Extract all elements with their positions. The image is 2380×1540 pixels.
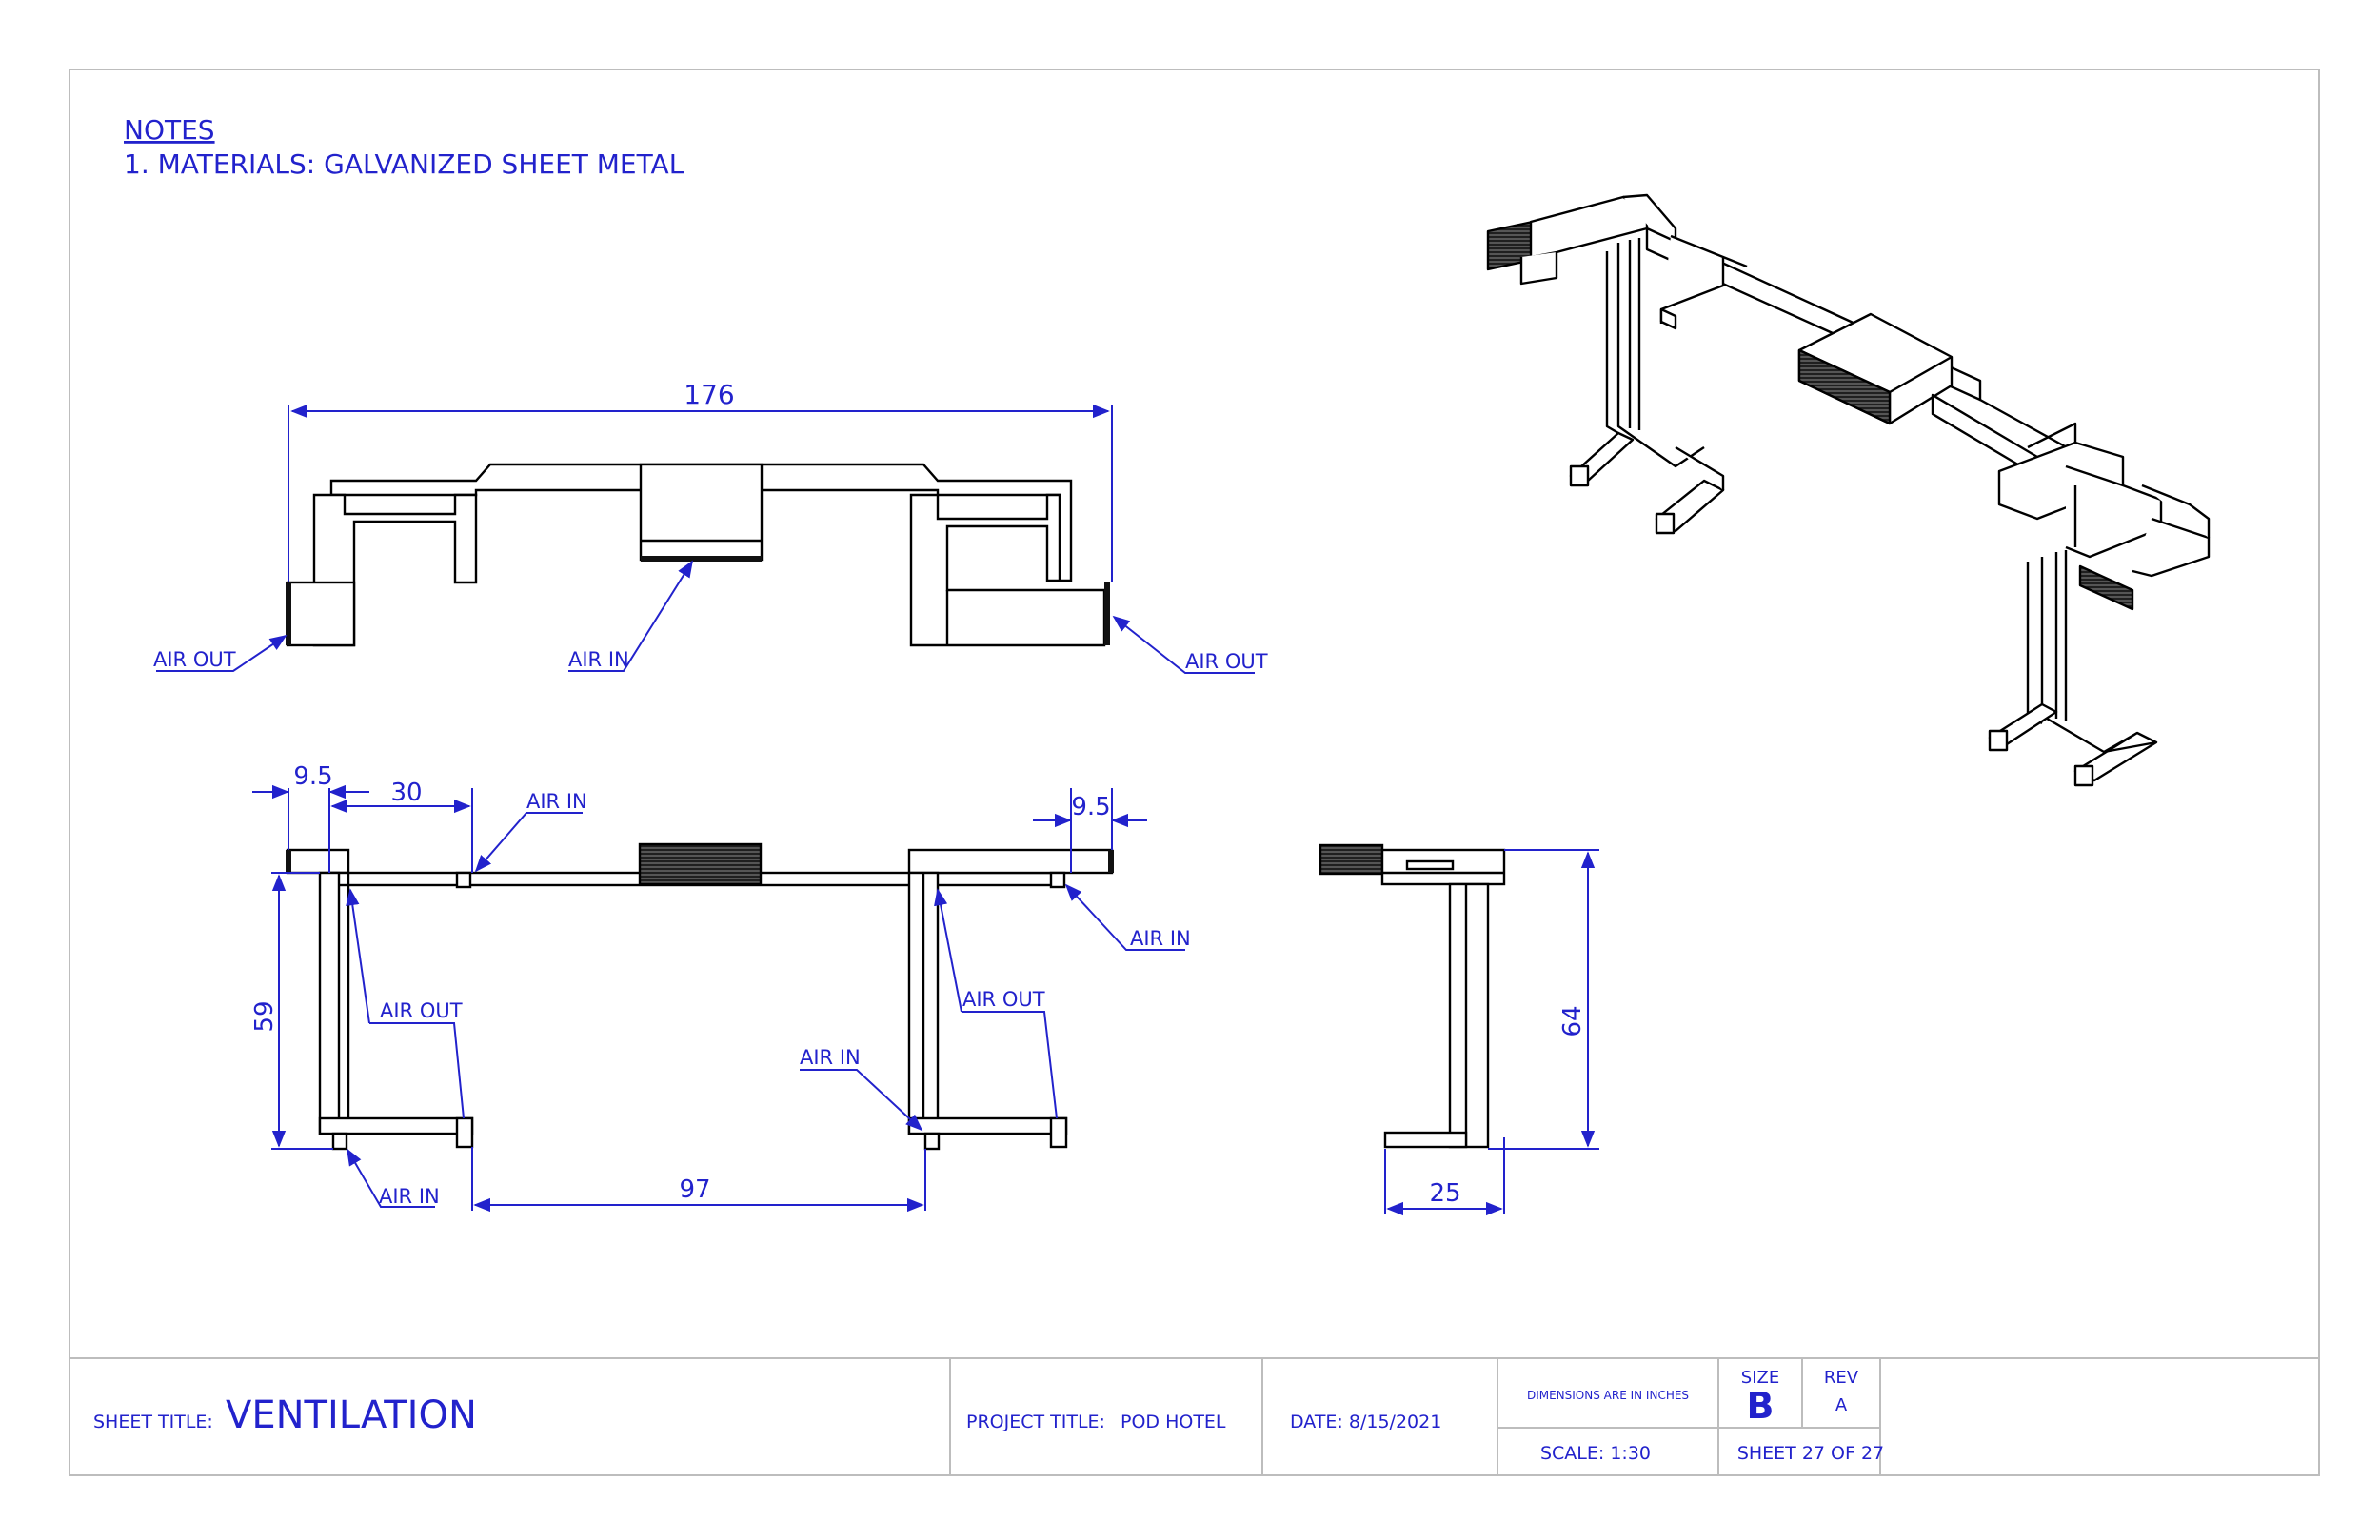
dim-right-offset: 9.5 xyxy=(1071,793,1110,821)
isometric-view xyxy=(1486,193,2211,787)
sheet-border xyxy=(69,69,2320,1476)
sheet-title: VENTILATION xyxy=(226,1393,477,1437)
top-right-outlet xyxy=(907,848,1114,875)
top-label-air-in-top: AIR IN xyxy=(526,790,587,813)
top-view: 9.5 30 9.5 59 97 AIR IN AIR IN AIR OUT A… xyxy=(250,762,1191,1213)
top-air-out-right-end xyxy=(1049,1116,1068,1149)
front-air-handler xyxy=(639,463,764,562)
size-label: SIZE xyxy=(1741,1368,1779,1388)
top-air-in-right xyxy=(1049,871,1066,889)
top-label-air-in-mid: AIR IN xyxy=(800,1046,861,1069)
front-air-in-grille xyxy=(641,556,762,562)
sheet-title-label: SHEET TITLE: xyxy=(93,1412,213,1432)
side-leg xyxy=(1448,882,1490,1149)
top-label-air-in-bottom: AIR IN xyxy=(379,1185,440,1208)
top-air-in-bottom-right xyxy=(923,1132,941,1151)
sheet-number: SHEET 27 OF 27 xyxy=(1737,1443,1884,1464)
top-label-air-out-left: AIR OUT xyxy=(380,999,463,1022)
front-left-air-out-grille xyxy=(286,582,291,645)
side-view: 64 25 xyxy=(1319,843,1599,1216)
top-label-air-in-right: AIR IN xyxy=(1130,927,1191,950)
size-value: B xyxy=(1747,1385,1775,1427)
top-left-leg xyxy=(318,871,341,1135)
side-air-handler-grille xyxy=(1319,843,1384,876)
front-label-air-out-right: AIR OUT xyxy=(1185,650,1268,673)
dim-height: 64 xyxy=(1558,1005,1587,1037)
dim-spacing: 30 xyxy=(390,779,422,807)
project-title-label: PROJECT TITLE: xyxy=(966,1412,1105,1432)
front-label-air-in: AIR IN xyxy=(568,648,629,671)
dim-span: 97 xyxy=(679,1175,710,1204)
top-air-handler-grille xyxy=(638,842,763,886)
front-right-air-out-grille xyxy=(1104,582,1110,645)
notes-materials: 1. MATERIALS: GALVANIZED SHEET METAL xyxy=(124,148,684,180)
top-label-air-out-right: AIR OUT xyxy=(962,988,1045,1011)
notes-heading: NOTES xyxy=(124,114,215,146)
project-title: POD HOTEL xyxy=(1121,1412,1226,1432)
rev-value: A xyxy=(1835,1395,1848,1415)
drawing-scale: SCALE: 1:30 xyxy=(1540,1443,1651,1464)
top-air-out-left-end xyxy=(455,1116,474,1149)
title-block: SHEET TITLE: VENTILATION PROJECT TITLE: … xyxy=(69,1357,2319,1475)
side-foot xyxy=(1383,1131,1468,1149)
top-air-in-top xyxy=(455,871,472,889)
dim-width: 25 xyxy=(1429,1179,1460,1208)
dimensions-note: DIMENSIONS ARE IN INCHES xyxy=(1527,1389,1689,1402)
front-view: 176 AIR OUT AIR IN AIR OUT xyxy=(153,379,1268,674)
top-air-in-bottom-left xyxy=(331,1132,348,1151)
top-left-outlet xyxy=(286,848,350,875)
dim-depth: 59 xyxy=(250,1000,279,1032)
front-right-branch xyxy=(909,493,1106,647)
front-label-air-out-left: AIR OUT xyxy=(153,648,236,671)
dim-left-offset: 9.5 xyxy=(293,762,332,791)
front-left-outlet-box xyxy=(286,581,356,647)
rev-label: REV xyxy=(1824,1368,1859,1388)
overall-width-value: 176 xyxy=(684,379,734,410)
drawing-date: DATE: 8/15/2021 xyxy=(1290,1412,1441,1432)
